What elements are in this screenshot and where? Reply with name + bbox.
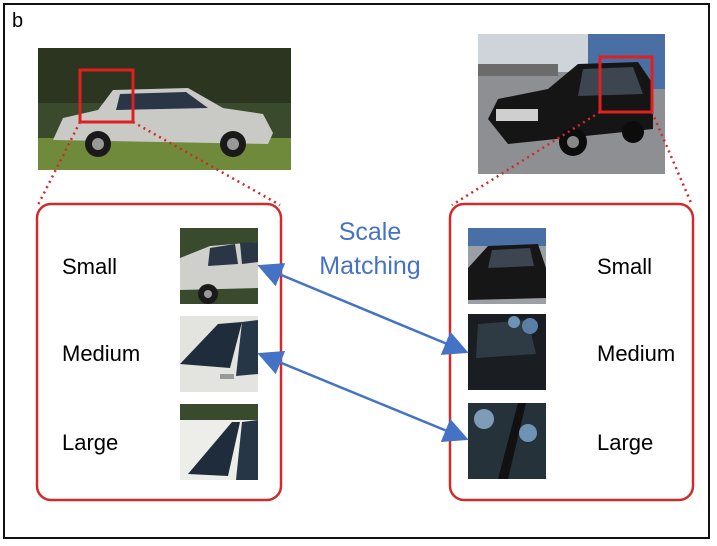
match-arrow-medium-to-large: [257, 351, 469, 442]
black-car-highlight-box: [598, 55, 654, 114]
silver-crop-small: [180, 228, 258, 304]
figure-frame: [3, 3, 710, 539]
match-arrow-small-to-medium: [257, 263, 469, 355]
right-label-small: Small: [597, 254, 653, 279]
right-label-large: Large: [597, 430, 654, 455]
scale-matching-line2: Matching: [319, 252, 421, 280]
scale-matching-line1: Scale: [338, 218, 402, 246]
black-crop-small: [468, 228, 546, 304]
scale-matching-title: Scale Matching: [300, 215, 440, 283]
right-label-medium: Medium: [597, 341, 676, 366]
left-label-large: Large: [62, 430, 119, 455]
silver-car-highlight-box: [78, 68, 135, 124]
silver-crop-medium: [180, 316, 258, 392]
left-label-medium: Medium: [62, 341, 141, 366]
black-crop-medium: [468, 314, 546, 390]
right-connector-dotted-a: [451, 110, 601, 207]
left-label-small: Small: [62, 254, 118, 279]
left-connector-dotted-a: [36, 121, 82, 206]
silver-crop-large: [180, 404, 258, 480]
panel-label: b: [12, 10, 24, 32]
right-connector-dotted-b: [650, 111, 694, 206]
left-connector-dotted-b: [132, 120, 281, 207]
black-crop-large: [468, 403, 546, 479]
